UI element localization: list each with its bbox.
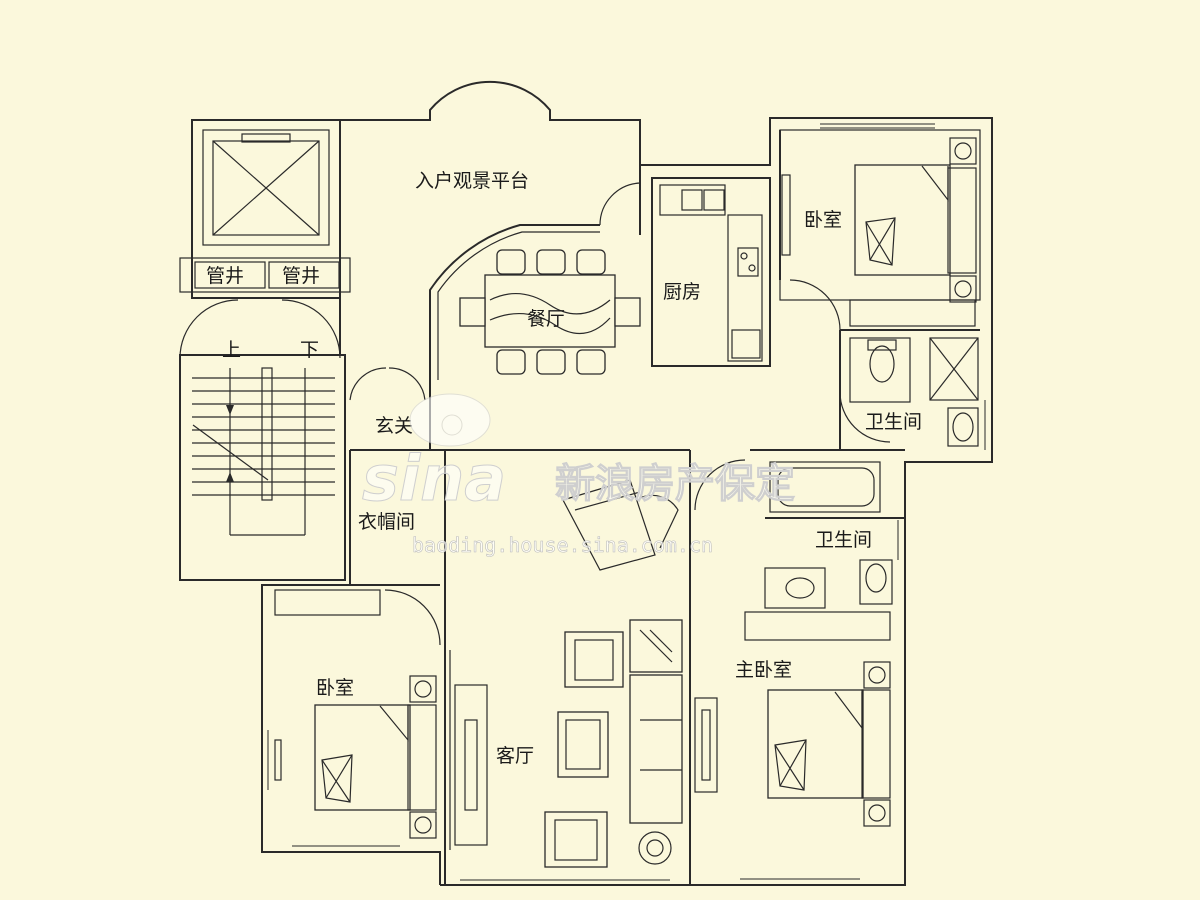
label-living: 客厅 (496, 745, 534, 767)
label-bathroom-master: 卫生间 (815, 529, 872, 551)
dining-chair-bottom (536, 349, 566, 375)
watermark-brand: sina (362, 442, 506, 515)
dining-chair-bottom (496, 349, 526, 375)
label-kitchen: 厨房 (663, 281, 701, 303)
bedroom-ne (779, 129, 981, 331)
elevator-block (179, 119, 351, 299)
dining-chair-top (536, 249, 566, 275)
living-room (449, 619, 683, 868)
watermark-brand-cn: 新浪房产保定 (555, 461, 795, 507)
watermark: sina 新浪房产保定 baoding.house.sina.com.cn (362, 393, 796, 557)
stair-core (179, 299, 346, 581)
label-bedroom-sw: 卧室 (316, 677, 354, 699)
bedroom-sw (274, 589, 441, 839)
label-dining: 餐厅 (527, 308, 565, 330)
label-stair-down: 下 (300, 339, 319, 361)
label-stair-up: 上 (222, 339, 241, 361)
dining-chair-bottom (576, 349, 606, 375)
kitchen (651, 174, 791, 367)
label-bedroom-ne: 卧室 (804, 209, 842, 231)
watermark-url: baoding.house.sina.com.cn (412, 533, 713, 557)
piano (562, 479, 679, 571)
dining-chair-top (576, 249, 606, 275)
label-entrance-terrace: 入户观景平台 (415, 170, 529, 192)
bathroom-ne (839, 329, 980, 450)
sina-eye-logo-icon (409, 393, 491, 447)
label-pipe-shaft-2: 管井 (282, 265, 320, 287)
bathroom-master (694, 459, 905, 641)
label-pipe-shaft-1: 管井 (206, 265, 244, 287)
label-foyer: 玄关 (375, 415, 413, 437)
dining-area (429, 182, 641, 380)
room-labels: 入户观景平台 餐厅 厨房 卧室 卫生间 玄关 衣帽间 客厅 卫生间 主卧室 卧室… (206, 170, 922, 767)
label-bathroom-ne: 卫生间 (865, 411, 922, 433)
dining-chair-top (496, 249, 526, 275)
label-cloakroom: 衣帽间 (358, 511, 415, 533)
windows (267, 123, 986, 881)
label-master-bedroom: 主卧室 (735, 659, 792, 681)
outer-walls (261, 80, 993, 886)
foyer-door (349, 367, 426, 401)
master-bedroom (694, 661, 891, 827)
